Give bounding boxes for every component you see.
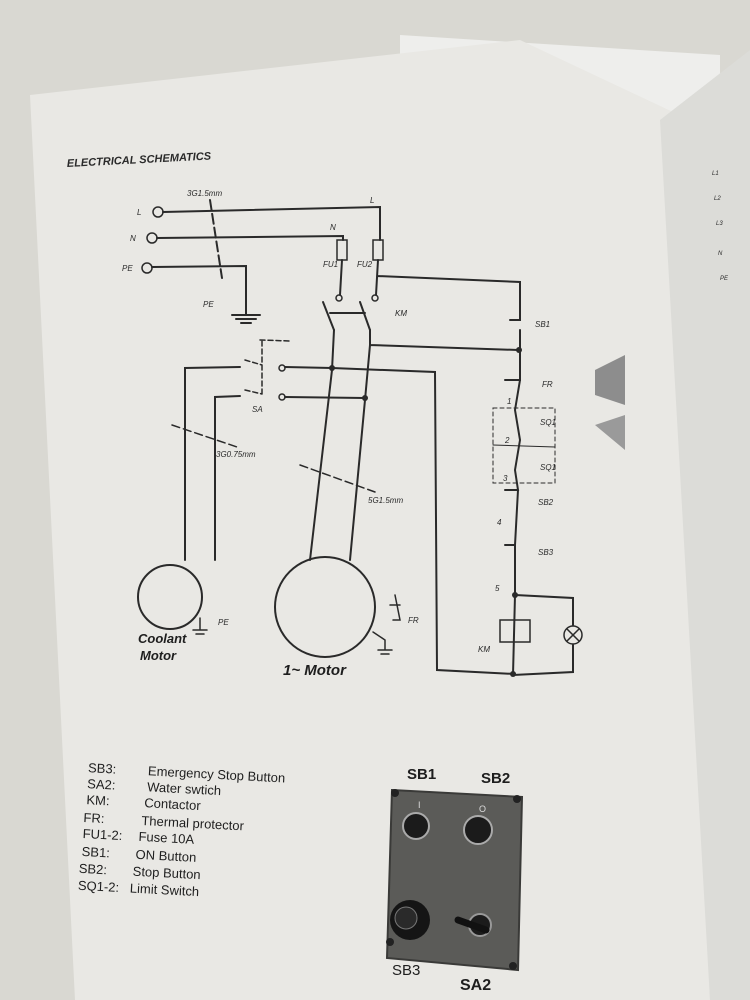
sb1-label: SB1 [535, 320, 550, 329]
contactor-label: KM [395, 309, 407, 318]
manual-page [30, 40, 710, 1000]
main-motor-label: 1~ Motor [283, 662, 347, 679]
stop-button [463, 815, 493, 845]
legend-row: SB2: Stop Button [78, 861, 201, 882]
right-label: L3 [716, 221, 723, 227]
right-page [660, 50, 750, 1000]
right-label: L1 [712, 171, 719, 177]
tab-marker [595, 355, 625, 405]
legend-row: SA2: Water swtich [87, 776, 222, 798]
legend-desc: Stop Button [132, 864, 201, 883]
legend-desc: Fuse 10A [138, 829, 195, 847]
schematic: 3G1.5mm L N PE L N FU1 FU2 KM PE SA SB1 … [122, 189, 583, 679]
right-label: L2 [714, 196, 721, 202]
fuse-label: FU1 [323, 260, 338, 269]
legend-row: SQ1-2: Limit Switch [78, 878, 200, 899]
node-label: 5 [495, 584, 500, 593]
off-symbol: O [479, 804, 486, 814]
cable-label: 3G0.75mm [216, 450, 256, 459]
terminal-label: PE [122, 264, 133, 273]
legend-row: FR: Thermal protector [83, 810, 245, 833]
legend-code: FU1-2: [82, 826, 122, 843]
coolant-motor-label: Coolant [138, 631, 187, 646]
panel-sb3-label: SB3 [392, 962, 420, 979]
cable-label: 5G1.5mm [368, 496, 403, 505]
legend-row: KM: Contactor [86, 792, 202, 813]
wire-label: N [330, 223, 336, 232]
legend-code: SA2: [87, 776, 116, 792]
legend-row: SB3: Emergency Stop Button [88, 760, 286, 785]
legend-desc: Thermal protector [141, 813, 245, 833]
control-panel: SB1 SB2 I O SB3 SA2 [385, 766, 524, 994]
legend-code: FR: [83, 810, 105, 826]
terminal-label: N [130, 234, 136, 243]
switch-label: SA [252, 405, 263, 414]
sb2-label: SB2 [538, 498, 554, 507]
legend-code: SB1: [81, 844, 110, 860]
coolant-motor-label: Motor [140, 648, 177, 663]
right-label: PE [720, 276, 729, 282]
legend-desc: Contactor [144, 795, 202, 813]
coil-label: KM [478, 645, 490, 654]
sq1-label: SQ1 [540, 463, 556, 472]
panel-sb2-label: SB2 [481, 770, 510, 787]
legend-code: SQ1-2: [78, 878, 120, 895]
legend-desc: Emergency Stop Button [148, 763, 286, 785]
legend-desc: Limit Switch [129, 881, 199, 900]
on-button [402, 812, 430, 840]
legend-code: SB3: [88, 760, 117, 776]
sb3-label: SB3 [538, 548, 554, 557]
legend-code: SB2: [78, 861, 107, 877]
legend-desc: Water swtich [147, 779, 222, 798]
sq1-label: SQ1 [540, 418, 556, 427]
tab-marker-2 [595, 415, 625, 450]
node-label: 1 [507, 397, 511, 406]
fuse-label: FU2 [357, 260, 373, 269]
legend-row: SB1: ON Button [81, 844, 196, 865]
fr-label: FR [542, 380, 553, 389]
on-symbol: I [418, 800, 421, 810]
panel-sa2-label: SA2 [460, 977, 491, 994]
ground-label: PE [203, 300, 214, 309]
ground-label: PE [218, 618, 229, 627]
legend-desc: ON Button [135, 847, 196, 865]
cable-label: 3G1.5mm [187, 189, 222, 198]
terminal-label: L [137, 208, 141, 217]
fr-label: FR [408, 616, 419, 625]
legend-code: KM: [86, 792, 110, 808]
node-label: 3 [503, 474, 508, 483]
panel-sb1-label: SB1 [407, 766, 436, 783]
legend: SB3: Emergency Stop Button SA2: Water swti… [78, 760, 286, 899]
node-label: 2 [504, 436, 510, 445]
right-label: N [718, 251, 723, 257]
legend-row: FU1-2: Fuse 10A [82, 826, 195, 847]
node-label: 4 [497, 518, 502, 527]
wire-label: L [370, 196, 374, 205]
